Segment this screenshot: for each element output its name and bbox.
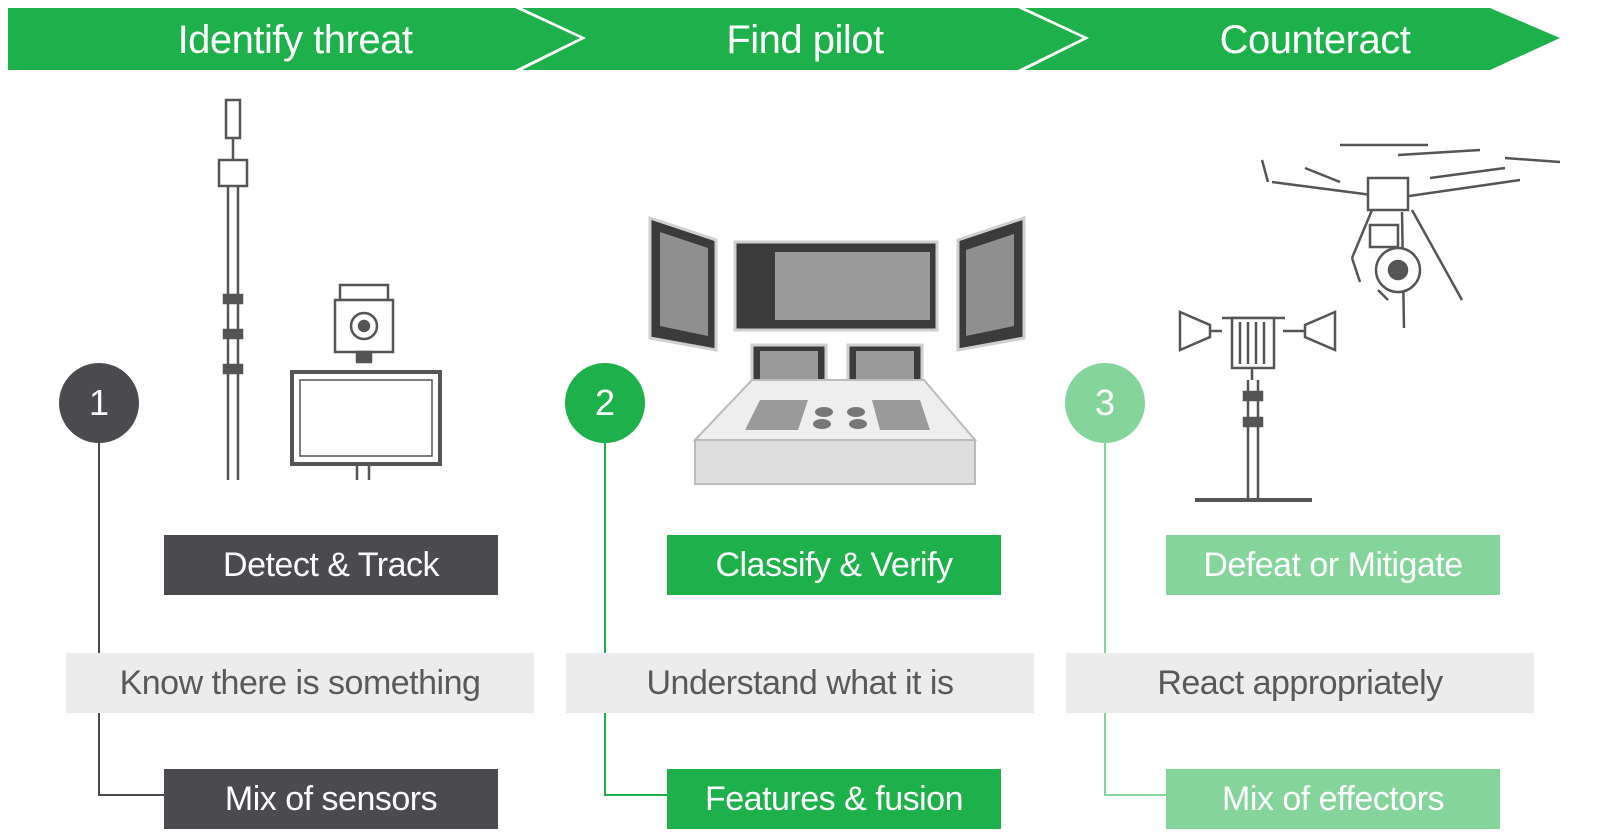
step-1-connector-horizontal — [98, 794, 168, 796]
step-3-description-box: React appropriately — [1066, 653, 1534, 713]
drone-illustration — [1260, 143, 1561, 329]
step-1-connector-vertical — [98, 440, 100, 795]
camera-monitor-illustration — [290, 283, 442, 480]
step-3-connector-horizontal — [1104, 794, 1168, 796]
step-3-approach-box: Mix of effectors — [1166, 769, 1500, 829]
banner-label-identify-threat: Identify threat — [177, 18, 413, 62]
step-2-approach-box: Features & fusion — [667, 769, 1001, 829]
step-2-number-circle: 2 — [565, 363, 645, 443]
step-3-connector-vertical — [1104, 440, 1106, 795]
step-1-number-circle: 1 — [59, 363, 139, 443]
step-2-connector-horizontal — [604, 794, 668, 796]
step-1-title-box: Detect & Track — [164, 535, 498, 595]
step-1-description-box: Know there is something — [66, 653, 534, 713]
banner-stage-2 — [522, 8, 1083, 70]
banner-label-counteract: Counteract — [1219, 18, 1411, 62]
step-3-title-box: Defeat or Mitigate — [1166, 535, 1500, 595]
stage-banner — [8, 8, 1560, 70]
banner-stage-3 — [1025, 8, 1560, 70]
step-2-connector-vertical — [604, 440, 606, 795]
banner-stage-1 — [8, 8, 580, 70]
control-console-illustration — [648, 215, 1026, 485]
step-2-description-box: Understand what it is — [566, 653, 1034, 713]
step-1-approach-box: Mix of sensors — [164, 769, 498, 829]
step-3-number-circle: 3 — [1065, 363, 1145, 443]
illustrations — [217, 98, 1561, 502]
sensor-mast-illustration — [217, 98, 249, 480]
step-2-title-box: Classify & Verify — [667, 535, 1001, 595]
effector-mast-illustration — [1178, 310, 1337, 502]
banner-label-find-pilot: Find pilot — [726, 18, 884, 62]
